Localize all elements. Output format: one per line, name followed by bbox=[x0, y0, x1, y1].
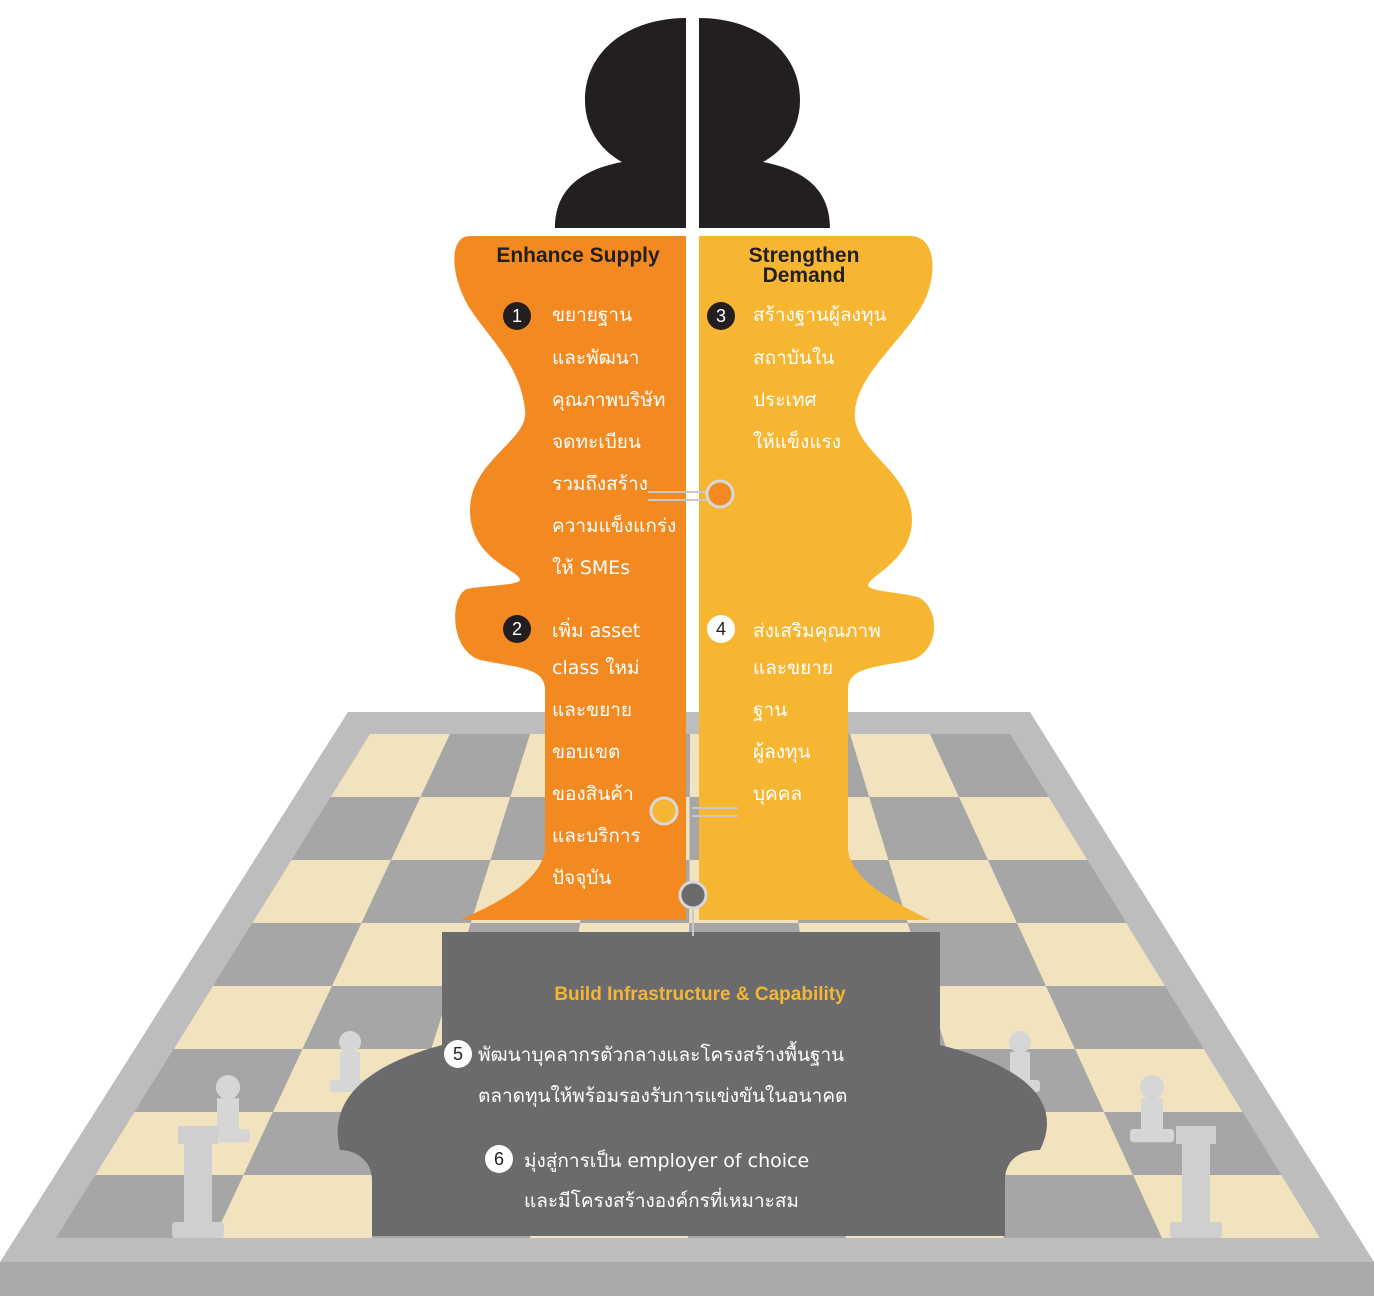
item-number-3: 3 bbox=[707, 302, 735, 330]
board-tile bbox=[332, 923, 471, 986]
strengthen-demand-panel bbox=[699, 236, 935, 920]
item-4-line: บุคคล bbox=[753, 783, 803, 805]
item-5-line: ตลาดทุนให้พร้อมรองรับการแข่งขันในอนาคต bbox=[478, 1085, 848, 1107]
rook-piece-icon bbox=[172, 1126, 224, 1238]
item-number-6: 6 bbox=[485, 1145, 513, 1173]
item-number-4: 4 bbox=[707, 615, 735, 643]
item-1-line: รวมถึงสร้าง bbox=[552, 473, 648, 495]
item-6-line: และมีโครงสร้างองค์กรที่เหมาะสม bbox=[524, 1190, 799, 1212]
pawn-piece-icon bbox=[1130, 1075, 1174, 1143]
board-tile bbox=[988, 860, 1127, 923]
item-2-line: ขอบเขต bbox=[552, 741, 621, 763]
board-tile bbox=[1046, 986, 1204, 1049]
item-number-1: 1 bbox=[503, 302, 531, 330]
item-4-line: ฐาน bbox=[753, 699, 788, 721]
item-1-line: จดทะเบียน bbox=[552, 431, 641, 453]
item-2-line: และขยาย bbox=[552, 699, 633, 721]
item-2-line: เพิ่ม asset bbox=[552, 620, 641, 642]
board-tile bbox=[173, 986, 332, 1049]
board-tile bbox=[214, 1175, 392, 1238]
item-4-line: ส่งเสริมคุณภาพ bbox=[753, 620, 881, 642]
board-tile bbox=[869, 797, 988, 860]
item-number-2: 2 bbox=[503, 615, 531, 643]
item-4-line: และขยาย bbox=[753, 657, 834, 679]
board-tile bbox=[302, 986, 451, 1049]
connector-lines bbox=[648, 491, 738, 936]
item-6-line: มุ่งสู่การเป็น employer of choice bbox=[524, 1150, 810, 1172]
strengthen-demand-title-line1: Strengthen bbox=[748, 244, 860, 267]
strengthen-demand-title-line2: Demand bbox=[762, 264, 846, 287]
strengthen-demand-title: Strengthen Demand bbox=[699, 244, 909, 287]
item-3-line: สถาบันใน bbox=[753, 347, 835, 369]
item-1-line: ให้ SMEs bbox=[552, 557, 631, 579]
connector-node-orange bbox=[705, 479, 735, 509]
board-tile bbox=[420, 734, 530, 797]
item-3-line: สร้างฐานผู้ลงทุน bbox=[753, 304, 887, 326]
board-tile bbox=[213, 923, 362, 986]
board-tile bbox=[1017, 923, 1165, 986]
item-5-line: พัฒนาบุคลากรตัวกลางและโครงสร้างพื้นฐาน bbox=[478, 1044, 845, 1066]
board-tile bbox=[927, 986, 1075, 1049]
board-tile bbox=[291, 797, 421, 860]
item-3-line: ประเทศ bbox=[753, 389, 817, 411]
item-number-5: 5 bbox=[444, 1040, 472, 1068]
item-1-line: คุณภาพบริษัท bbox=[552, 389, 666, 411]
item-2-line: class ใหม่ bbox=[552, 657, 640, 679]
item-1-line: ความแข็งแกร่ง bbox=[552, 515, 677, 537]
connector-node-yellow bbox=[649, 796, 679, 826]
item-1-line: และพัฒนา bbox=[552, 347, 640, 369]
item-2-line: ของสินค้า bbox=[552, 783, 634, 805]
board-tile bbox=[930, 734, 1049, 797]
connector-node-gray bbox=[678, 880, 708, 910]
board-tile bbox=[888, 860, 1017, 923]
enhance-supply-panel bbox=[454, 236, 686, 920]
build-infrastructure-base bbox=[337, 932, 1047, 1236]
board-tile bbox=[850, 734, 959, 797]
item-1-line: ขยายฐาน bbox=[552, 304, 633, 326]
board-tile bbox=[252, 860, 391, 923]
board-tile bbox=[959, 797, 1088, 860]
board-tile bbox=[361, 860, 491, 923]
item-2-line: และบริการ bbox=[552, 825, 641, 847]
board-tile bbox=[330, 734, 450, 797]
bishop-head-icon bbox=[555, 18, 830, 228]
board-tile bbox=[907, 923, 1046, 986]
board-tile bbox=[984, 1175, 1162, 1238]
item-3-line: ให้แข็งแรง bbox=[753, 431, 842, 453]
item-4-line: ผู้ลงทุน bbox=[753, 741, 811, 763]
item-2-line: ปัจจุบัน bbox=[552, 867, 612, 889]
build-infrastructure-title: Build Infrastructure & Capability bbox=[554, 984, 846, 1005]
enhance-supply-title: Enhance Supply bbox=[496, 244, 660, 267]
rook-piece-icon bbox=[1170, 1126, 1222, 1238]
board-tile bbox=[391, 797, 511, 860]
